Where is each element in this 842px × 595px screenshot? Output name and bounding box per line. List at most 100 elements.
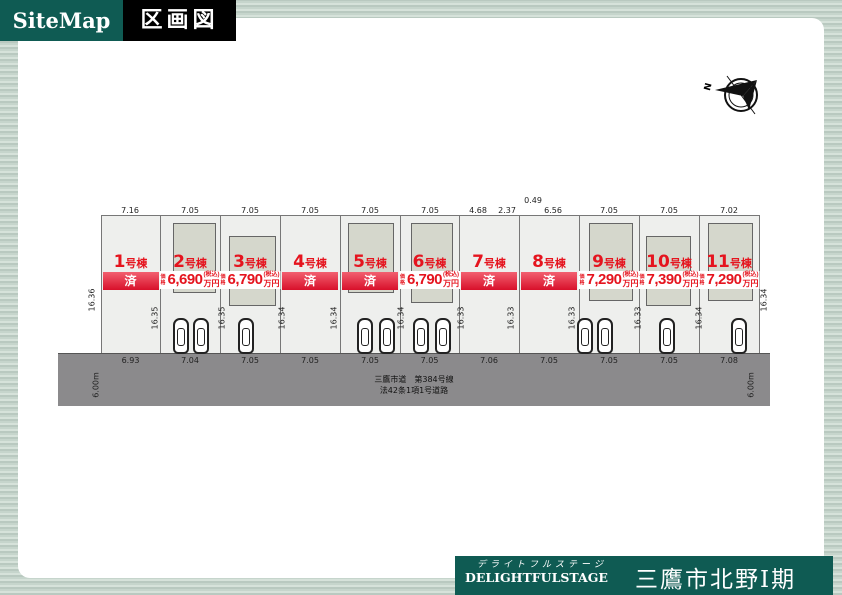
price-value: 7,290 (706, 271, 742, 288)
price-tax: (税込) (263, 272, 280, 278)
depth-dimension: 16.35 (150, 306, 160, 330)
lot-number-value: 9 (592, 252, 604, 272)
car-parking-icon (659, 318, 675, 354)
lot-number: 11号棟 (699, 252, 759, 272)
lot-number: 9号棟 (579, 252, 639, 272)
top-dimension: 7.16 (121, 206, 139, 215)
brand-kana: デライトフルステージ (477, 560, 607, 570)
lot-number: 4号棟 (280, 252, 340, 272)
lot-suffix: 号棟 (184, 257, 207, 270)
car-parking-icon (193, 318, 209, 354)
road: 三鷹市道 第384号線 法42条1項1号道路 (58, 353, 770, 406)
price-unit-text: 万円 (742, 279, 759, 288)
lot-number: 10号棟 (639, 252, 699, 272)
price-prefix: 価格 (220, 274, 226, 286)
lot-number-value: 3 (233, 252, 245, 272)
top-dimension: 7.02 (720, 206, 738, 215)
car-parking-icon (435, 318, 451, 354)
top-dimension: 7.05 (600, 206, 618, 215)
brand-name: DELIGHTFULSTAGE (465, 570, 608, 585)
frontage-dimension: 7.08 (720, 356, 738, 365)
price-tax: (税込) (622, 272, 639, 278)
car-parking-icon (577, 318, 593, 354)
road-width-right: 6.00m (746, 372, 756, 398)
top-dimension: 7.05 (421, 206, 439, 215)
price-value: 7,290 (586, 271, 622, 288)
price-unit-text: 万円 (622, 279, 639, 288)
price-tax: (税込) (682, 272, 699, 278)
top-dimension: 7.05 (241, 206, 259, 215)
property-name: 三鷹市北野Ⅰ期 (635, 567, 797, 593)
price-tax: (税込) (443, 272, 460, 278)
depth-dimension: 16.33 (456, 306, 466, 330)
sold-badge[interactable]: 済 (102, 272, 159, 290)
depth-dimension: 16.34 (329, 306, 339, 330)
depth-dimension: 16.33 (633, 306, 643, 330)
depth-dimension: 16.33 (567, 306, 577, 330)
road-width-left: 6.00m (91, 372, 101, 398)
price-unit-text: 万円 (263, 279, 280, 288)
top-dimension: 6.56 (544, 206, 562, 215)
car-parking-icon (379, 318, 395, 354)
sold-badge[interactable]: 済 (461, 272, 517, 290)
top-dimension: 7.05 (181, 206, 199, 215)
frontage-dimension: 7.05 (301, 356, 319, 365)
price-unit-text: 万円 (682, 279, 699, 288)
price-prefix: 価格 (399, 274, 405, 286)
depth-dimension: 16.35 (217, 306, 227, 330)
price-unit: (税込)万円 (623, 272, 639, 288)
price-prefix: 価格 (160, 274, 166, 286)
top-dimension: 7.05 (301, 206, 319, 215)
top-dimension: 7.05 (660, 206, 678, 215)
frontage-dimension: 7.05 (540, 356, 558, 365)
sitemap-label: SiteMap (0, 0, 123, 41)
price-value: 6,690 (167, 271, 203, 288)
lot-number: 2号棟 (160, 252, 220, 272)
road-type: 法42条1項1号道路 (379, 386, 449, 395)
lot-suffix: 号棟 (364, 257, 387, 270)
frontage-dimension: 7.05 (361, 356, 379, 365)
lot-number-value: 7 (472, 252, 484, 272)
price-value: 6,790 (227, 271, 263, 288)
price-unit: (税込)万円 (204, 272, 220, 288)
lot-suffix: 号棟 (603, 257, 626, 270)
top-dimension: 7.05 (361, 206, 379, 215)
sold-badge[interactable]: 済 (521, 272, 577, 290)
price-unit: (税込)万円 (683, 272, 699, 288)
price-unit-text: 万円 (443, 279, 460, 288)
lot-suffix: 号棟 (244, 257, 267, 270)
depth-dimension: 16.34 (277, 306, 287, 330)
top-dimension: 0.49 (524, 196, 542, 205)
road-name: 三鷹市道 第384号線 (374, 375, 454, 384)
top-dimension: 2.37 (498, 206, 516, 215)
price-tax: (税込) (203, 272, 220, 278)
sold-badge[interactable]: 済 (342, 272, 398, 290)
frontage-dimension: 7.05 (660, 356, 678, 365)
lot-number: 5号棟 (340, 252, 400, 272)
car-parking-icon (238, 318, 254, 354)
frontage-dimension: 7.05 (600, 356, 618, 365)
depth-dimension: 16.34 (694, 306, 704, 330)
top-dimension: 4.68 (469, 206, 487, 215)
price-unit: (税込)万円 (264, 272, 280, 288)
lot-number-value: 4 (293, 252, 305, 272)
lot-number-value: 5 (353, 252, 365, 272)
frontage-dimension: 7.04 (181, 356, 199, 365)
sold-badge[interactable]: 済 (282, 272, 338, 290)
lot-number: 3号棟 (220, 252, 280, 272)
lot-suffix: 号棟 (304, 257, 327, 270)
lot-number-value: 1 (113, 252, 126, 272)
car-parking-icon (357, 318, 373, 354)
lot-suffix: 号棟 (669, 257, 692, 270)
price-prefix: 価格 (579, 274, 585, 286)
depth-dimension: 16.33 (506, 306, 516, 330)
frontage-dimension: 7.05 (241, 356, 259, 365)
price-unit: (税込)万円 (743, 272, 759, 288)
